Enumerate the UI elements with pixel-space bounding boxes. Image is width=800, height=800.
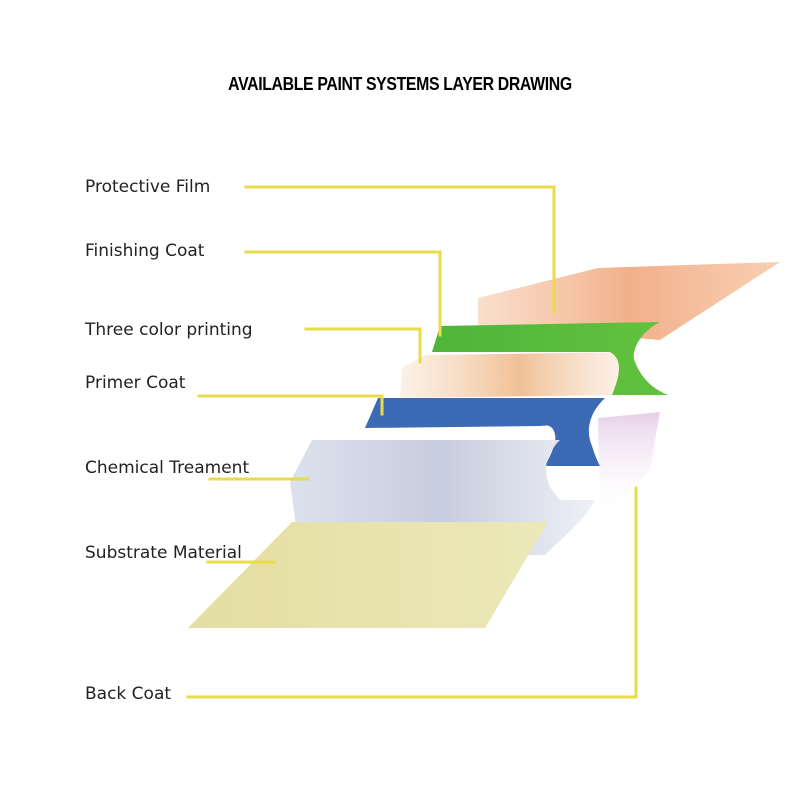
primer-coat-layer xyxy=(365,398,605,466)
leader-finishing-coat xyxy=(244,250,442,337)
leader-primer-coat xyxy=(197,394,384,416)
label-substrate-material: Substrate Material xyxy=(85,543,242,563)
back-coat-layer xyxy=(598,412,660,520)
label-three-color-printing: Three color printing xyxy=(85,320,253,340)
label-finishing-coat: Finishing Coat xyxy=(85,241,205,261)
leader-lines xyxy=(186,185,638,699)
diagram-title: AVAILABLE PAINT SYSTEMS LAYER DRAWING xyxy=(228,74,572,94)
leader-back-coat xyxy=(186,486,638,699)
substrate-material-layer xyxy=(188,522,548,628)
label-primer-coat: Primer Coat xyxy=(85,373,186,393)
label-protective-film: Protective Film xyxy=(85,177,211,197)
three-color-printing-layer xyxy=(400,352,640,398)
leader-protective-film xyxy=(244,185,556,314)
label-back-coat: Back Coat xyxy=(85,684,172,704)
label-chemical-treatment: Chemical Treament xyxy=(85,458,250,478)
leader-three-color-printing xyxy=(304,327,422,364)
finishing-coat-layer xyxy=(432,322,668,395)
